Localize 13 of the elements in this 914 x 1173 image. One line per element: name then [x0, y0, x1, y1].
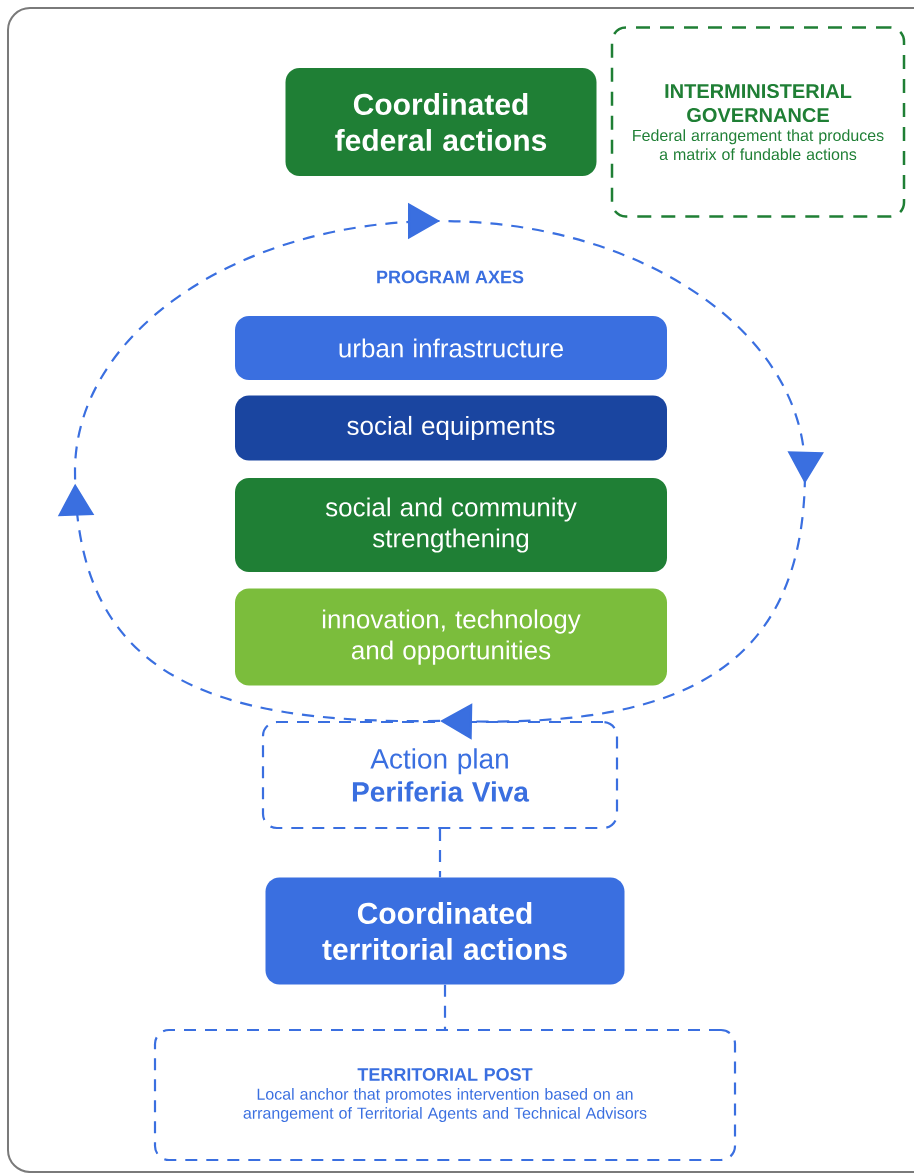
- axis-bar: social equipments: [235, 395, 667, 461]
- action-box: Coordinated territorial actions: [265, 877, 625, 985]
- axis-bar: social and community strengthening: [235, 478, 667, 572]
- axis-bar: urban infrastructure: [235, 316, 667, 380]
- dashed-note-box: INTERMINISTERIAL GOVERNANCE Federal arrangement that produces a matrix of fundable actions: [610, 26, 906, 218]
- section-heading: PROGRAM AXES: [377, 270, 524, 284]
- connector-line: [438, 829, 442, 878]
- axis-bar: innovation, technology and opportunities: [235, 588, 667, 686]
- connector-line: [443, 984, 447, 1029]
- dashed-note-box: TERRITORIAL POST Local anchor that promotes intervention based on an arrangement of Territorial Agents and Technical Advisors: [153, 1028, 737, 1162]
- action-box: Coordinated federal actions: [285, 68, 597, 176]
- dashed-box: Action plan Periferia Viva: [261, 720, 619, 830]
- cycle-arrow: [57, 202, 824, 740]
